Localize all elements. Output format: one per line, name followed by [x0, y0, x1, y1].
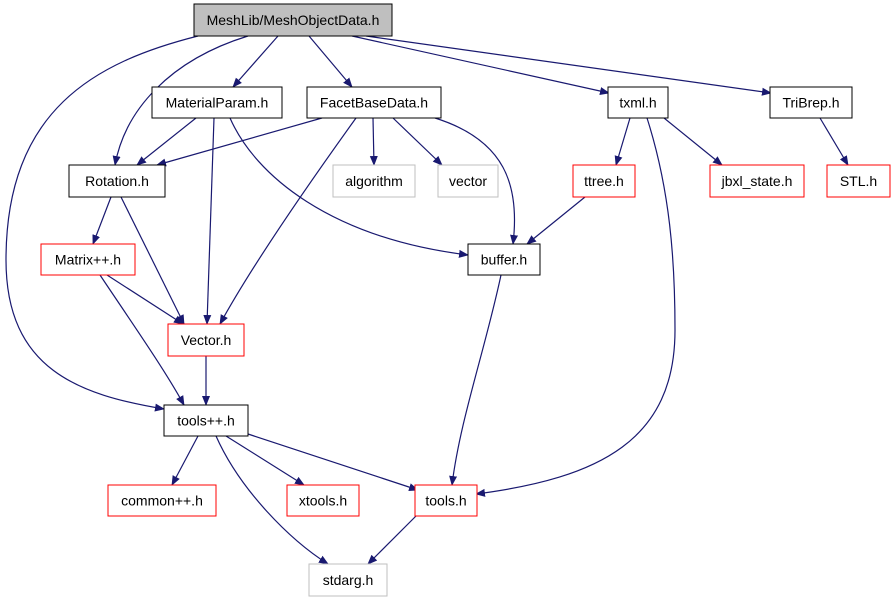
node-box-rotation [68, 164, 166, 198]
node-box-materialparam [151, 86, 283, 119]
edge-facetbasedata-to-vectorh [219, 117, 357, 325]
node-label-stdarg: stdarg.h [323, 572, 374, 588]
edge-buffer-to-tools [449, 274, 502, 486]
node-label-tribrep: TriBrep.h [782, 95, 839, 111]
node-facetbasedata[interactable]: FacetBaseData.h [306, 86, 442, 119]
node-stdarg[interactable]: stdarg.h [308, 563, 388, 597]
edge-matrix-to-tools_pp [99, 274, 185, 406]
node-label-ttree: ttree.h [584, 173, 624, 189]
node-jbxl_state[interactable]: jbxl_state.h [709, 164, 805, 198]
node-rotation[interactable]: Rotation.h [68, 164, 166, 198]
node-box-xtools [286, 484, 360, 517]
edge-materialparam-to-rotation [136, 117, 197, 166]
node-label-xtools: xtools.h [299, 493, 347, 509]
node-label-tools: tools.h [425, 493, 466, 509]
edge-facetbasedata-to-algorithm [369, 117, 378, 166]
node-buffer[interactable]: buffer.h [467, 243, 541, 276]
node-label-vectorh: Vector.h [181, 332, 232, 348]
node-box-common_pp [107, 484, 217, 517]
node-label-jbxl_state: jbxl_state.h [721, 173, 793, 189]
node-box-meshobjectdata [193, 3, 393, 37]
edge-ttree-to-buffer [526, 196, 586, 245]
node-box-txml [607, 86, 669, 119]
node-label-common_pp: common++.h [121, 493, 203, 509]
node-label-matrix: Matrix++.h [55, 252, 121, 268]
node-box-stl [826, 164, 891, 198]
edge-rotation-to-vectorh [120, 196, 185, 325]
node-label-rotation: Rotation.h [85, 173, 149, 189]
edge-tools_pp-to-tools [247, 433, 419, 491]
node-tribrep[interactable]: TriBrep.h [769, 86, 853, 119]
node-matrix[interactable]: Matrix++.h [40, 243, 136, 276]
node-label-buffer: buffer.h [481, 252, 527, 268]
node-vectorh[interactable]: Vector.h [167, 323, 245, 357]
node-label-vector: vector [449, 173, 487, 189]
node-txml[interactable]: txml.h [607, 86, 669, 119]
edge-meshobjectdata-to-tools_pp [5, 35, 199, 412]
node-materialparam[interactable]: MaterialParam.h [151, 86, 283, 119]
node-label-facetbasedata: FacetBaseData.h [320, 95, 428, 111]
node-box-algorithm [332, 164, 416, 198]
node-box-buffer [467, 243, 541, 276]
node-tools_pp[interactable]: tools++.h [163, 404, 249, 437]
node-algorithm[interactable]: algorithm [332, 164, 416, 198]
edge-txml-to-ttree [614, 117, 631, 166]
edge-meshobjectdata-to-txml [351, 35, 610, 95]
edge-txml-to-tools [475, 117, 676, 497]
node-box-facetbasedata [306, 86, 442, 119]
node-stl[interactable]: STL.h [826, 164, 891, 198]
edge-meshobjectdata-to-facetbasedata [308, 35, 353, 88]
edge-tools-to-stdarg [367, 515, 417, 565]
edge-txml-to-jbxl_state [663, 117, 723, 166]
edge-tribrep-to-stl [819, 117, 849, 166]
node-box-tribrep [769, 86, 853, 119]
node-ttree[interactable]: ttree.h [572, 164, 636, 198]
node-box-tools [414, 484, 478, 517]
node-label-tools_pp: tools++.h [177, 413, 235, 429]
node-box-stdarg [308, 563, 388, 597]
edge-rotation-to-matrix [92, 196, 112, 245]
edge-tools_pp-to-xtools [225, 435, 305, 486]
node-label-stl: STL.h [840, 173, 877, 189]
node-box-vectorh [167, 323, 245, 357]
node-label-txml: txml.h [619, 95, 656, 111]
node-common_pp[interactable]: common++.h [107, 484, 217, 517]
edge-tools_pp-to-stdarg [215, 435, 329, 565]
node-vector[interactable]: vector [437, 164, 499, 198]
node-tools[interactable]: tools.h [414, 484, 478, 517]
node-label-materialparam: MaterialParam.h [166, 95, 269, 111]
edge-meshobjectdata-to-materialparam [232, 35, 279, 88]
edges-layer [5, 35, 849, 565]
node-label-algorithm: algorithm [345, 173, 403, 189]
node-xtools[interactable]: xtools.h [286, 484, 360, 517]
edge-facetbasedata-to-buffer [434, 117, 519, 245]
edge-facetbasedata-to-rotation [156, 117, 323, 167]
edge-matrix-to-vectorh [106, 274, 184, 325]
node-box-jbxl_state [709, 164, 805, 198]
node-box-vector [437, 164, 499, 198]
edge-meshobjectdata-to-tribrep [365, 35, 772, 96]
edge-facetbasedata-to-vector [392, 117, 443, 166]
node-box-tools_pp [163, 404, 249, 437]
edge-tools_pp-to-common_pp [171, 435, 199, 486]
node-box-matrix [40, 243, 136, 276]
node-box-ttree [572, 164, 636, 198]
node-meshobjectdata[interactable]: MeshLib/MeshObjectData.h [193, 3, 393, 37]
edge-materialparam-to-vectorh [203, 117, 215, 325]
node-label-meshobjectdata: MeshLib/MeshObjectData.h [207, 12, 380, 28]
